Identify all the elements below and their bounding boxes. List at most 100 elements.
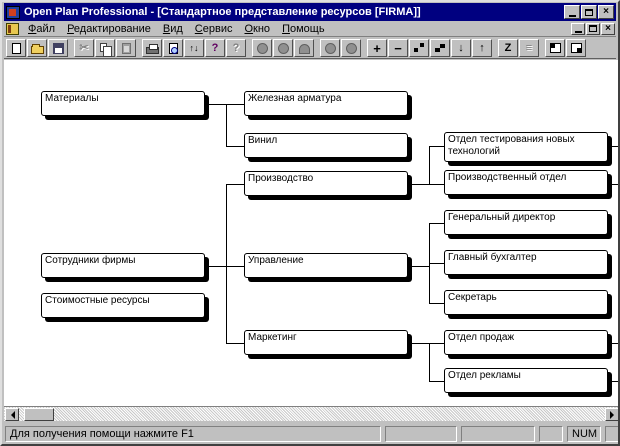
tile-windows-button[interactable] (545, 39, 565, 57)
connector-line (429, 381, 444, 382)
notes-button[interactable]: ≡ (519, 39, 539, 57)
connector-line (226, 184, 227, 344)
connector-line (226, 184, 244, 185)
tree-node-company-employees[interactable]: Сотрудники фирмы (41, 253, 205, 278)
app-icon[interactable] (6, 5, 20, 19)
horizontal-scrollbar[interactable] (4, 406, 618, 421)
open-folder-icon (30, 43, 44, 54)
tree-node-production-dept[interactable]: Производственный отдел (444, 170, 608, 195)
tree-node-production[interactable]: Производство (244, 171, 408, 196)
remove-item-button[interactable]: − (388, 39, 408, 57)
move-up-button[interactable]: ↑ (472, 39, 492, 57)
tool-dome-button[interactable] (294, 39, 314, 57)
tree-node-chief-accountant[interactable]: Главный бухгалтер (444, 250, 608, 275)
close-button[interactable]: × (598, 5, 614, 19)
help-button[interactable]: ? (205, 39, 225, 57)
menu-view[interactable]: Вид (162, 22, 183, 35)
connector-line (206, 266, 244, 267)
tree-node-vinyl[interactable]: Винил (244, 133, 408, 158)
tree-node-management[interactable]: Управление (244, 253, 408, 278)
update-views-button[interactable]: ↑↓ (184, 39, 204, 57)
menu-tools[interactable]: Сервис (194, 22, 233, 35)
tree-node-secretary[interactable]: Секретарь (444, 290, 608, 315)
status-panel (605, 425, 618, 442)
cascade-windows-button[interactable] (566, 39, 586, 57)
step-blocks-icon (434, 42, 446, 54)
question-mark-icon: ? (211, 41, 219, 54)
connector-line (226, 343, 244, 344)
connector-line (429, 343, 430, 382)
menu-help[interactable]: Помощь (282, 22, 325, 35)
left-arrow-icon (7, 410, 15, 419)
connector-line (609, 146, 618, 147)
diagram-area: Материалы Железная арматура Винил Произв… (4, 60, 618, 406)
tree-node-marketing[interactable]: Маркетинг (244, 330, 408, 355)
tree-node-iron-fittings[interactable]: Железная арматура (244, 91, 408, 116)
title-bar: Open Plan Professional - [Стандартное пр… (4, 3, 616, 21)
new-file-button[interactable] (6, 39, 26, 57)
minimize-icon (568, 14, 576, 17)
mdi-restore-button[interactable] (586, 22, 600, 35)
minimize-button[interactable] (564, 5, 580, 19)
right-arrow-icon (609, 410, 618, 419)
print-preview-icon (168, 42, 178, 54)
z-icon: Z (504, 41, 512, 54)
menu-edit[interactable]: Редактирование (67, 22, 151, 35)
tool-circle-help-button[interactable] (273, 39, 293, 57)
status-bar: Для получения помощи нажмите F1 NUM (4, 423, 618, 444)
restore-icon (589, 25, 597, 32)
dome-shape-icon (298, 44, 310, 54)
menu-bar: Файл Редактирование Вид Сервис Окно Помо… (4, 21, 616, 37)
copy-button[interactable] (95, 39, 115, 57)
linked-squares-icon (413, 42, 425, 54)
move-down-button[interactable]: ↓ (451, 39, 471, 57)
step-view-button[interactable] (430, 39, 450, 57)
status-panel (385, 425, 457, 442)
print-button[interactable] (142, 39, 162, 57)
mdi-minimize-button[interactable] (571, 22, 585, 35)
tree-node-sales-dept[interactable]: Отдел продаж (444, 330, 608, 355)
scroll-right-button[interactable] (605, 408, 618, 421)
connector-line (429, 146, 444, 147)
sort-z-button[interactable]: Z (498, 39, 518, 57)
connector-line (609, 184, 618, 185)
print-preview-button[interactable] (163, 39, 183, 57)
link-items-button[interactable] (409, 39, 429, 57)
clipboard-icon (121, 42, 131, 54)
open-file-button[interactable] (27, 39, 47, 57)
tool-circle-1-button[interactable] (252, 39, 272, 57)
tool-circle-2-button[interactable] (320, 39, 340, 57)
down-arrow-icon: ↓ (458, 41, 464, 54)
circle-icon (324, 42, 336, 54)
menu-file[interactable]: Файл (28, 22, 56, 35)
cut-button[interactable]: ✂ (74, 39, 94, 57)
tree-node-advertising-dept[interactable]: Отдел рекламы (444, 368, 608, 393)
connector-line (429, 263, 444, 264)
context-help-button[interactable]: ? (226, 39, 246, 57)
toolbar: ✂ ↑↓ ? ? + − ↓ ↑ Z (4, 38, 616, 59)
restore-icon (585, 8, 593, 16)
paste-button[interactable] (116, 39, 136, 57)
tree-node-materials[interactable]: Материалы (41, 91, 205, 116)
scroll-left-button[interactable] (5, 408, 19, 421)
scrollbar-thumb[interactable] (24, 408, 54, 421)
connector-line (206, 104, 244, 105)
notes-lines-icon: ≡ (525, 41, 533, 54)
new-file-icon (11, 42, 21, 54)
tool-circle-3-button[interactable] (341, 39, 361, 57)
circle-question-icon (277, 42, 289, 54)
menu-window[interactable]: Окно (244, 22, 271, 35)
tree-node-general-director[interactable]: Генеральный директор (444, 210, 608, 235)
restore-button[interactable] (581, 5, 597, 19)
connector-line (226, 146, 244, 147)
document-icon[interactable] (6, 22, 19, 35)
tree-node-new-tech-testing-dept[interactable]: Отдел тестирования новых технологий (444, 132, 608, 162)
plus-icon: + (373, 40, 381, 56)
mdi-close-button[interactable]: × (601, 22, 615, 35)
save-file-button[interactable] (48, 39, 68, 57)
num-lock-indicator: NUM (567, 425, 601, 442)
tree-node-cost-resources[interactable]: Стоимостные ресурсы (41, 293, 205, 318)
add-item-button[interactable]: + (367, 39, 387, 57)
status-panel (461, 425, 535, 442)
